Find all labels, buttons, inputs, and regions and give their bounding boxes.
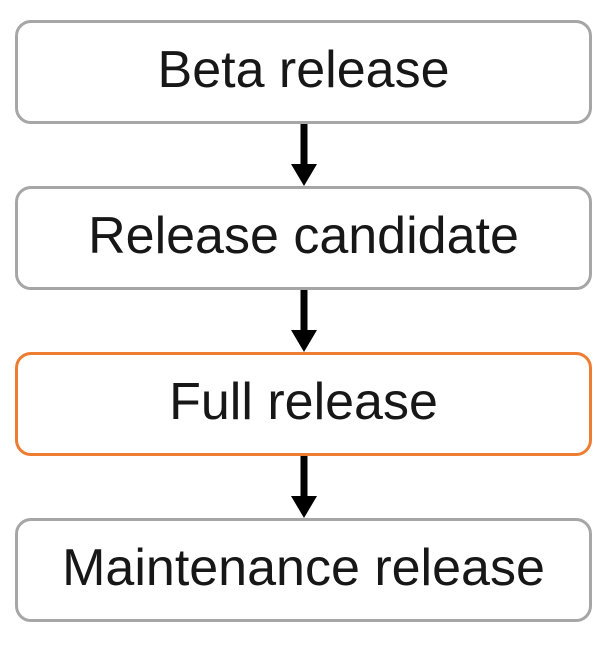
node-label: Full release bbox=[169, 373, 438, 431]
node-label: Maintenance release bbox=[62, 539, 545, 597]
arrow-down-icon bbox=[290, 290, 317, 352]
connector-candidate-to-full bbox=[289, 290, 319, 352]
arrow-down-icon bbox=[290, 456, 317, 518]
connector-full-to-maintenance bbox=[289, 456, 319, 518]
arrow-down-icon bbox=[290, 124, 317, 186]
node-label: Release candidate bbox=[88, 207, 519, 265]
flow-node-release-candidate: Release candidate bbox=[15, 186, 592, 290]
flow-node-beta-release: Beta release bbox=[15, 20, 592, 124]
flow-node-full-release: Full release bbox=[15, 352, 592, 456]
node-label: Beta release bbox=[157, 41, 450, 99]
connector-beta-to-candidate bbox=[289, 124, 319, 186]
flow-node-maintenance-release: Maintenance release bbox=[15, 518, 592, 622]
